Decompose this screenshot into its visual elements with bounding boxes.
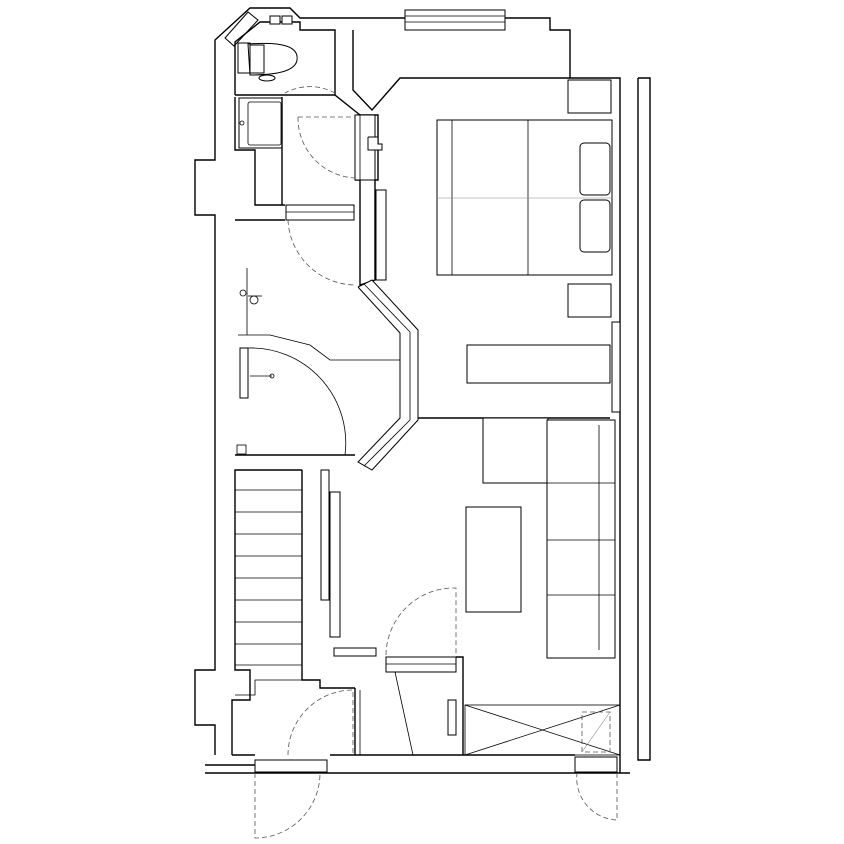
- front-door-frame: [254, 759, 328, 773]
- door-bathroom: [285, 204, 355, 221]
- tap-icon: [239, 289, 262, 305]
- switch-icon: [367, 136, 383, 151]
- door-swing-shower: [297, 116, 356, 179]
- staircase: [235, 469, 303, 696]
- coffee-table: [465, 506, 522, 613]
- wc-room: [234, 15, 361, 116]
- basin-unit: [238, 97, 283, 149]
- threshold: [333, 647, 377, 657]
- window-corner: [224, 11, 259, 47]
- shower-room: [234, 97, 285, 206]
- vent-icon: [269, 15, 281, 25]
- radiator: [611, 321, 621, 413]
- panel-icon: [447, 699, 457, 736]
- living-left-wall: [301, 469, 377, 689]
- shower-screen-arc: [247, 347, 347, 456]
- desk: [466, 344, 611, 384]
- entrance: [254, 587, 464, 839]
- door-living: [385, 656, 457, 673]
- armchair: [482, 417, 549, 484]
- door-swing-entry: [287, 689, 354, 756]
- hall-walls: [297, 30, 570, 286]
- door-swing-living: [385, 587, 457, 656]
- bedside-table: [567, 283, 612, 318]
- bathroom: [235, 219, 400, 456]
- tv-unit: [329, 491, 341, 638]
- pillow: [579, 199, 611, 253]
- window-top: [404, 9, 506, 31]
- bedside-table: [567, 79, 612, 114]
- exterior-walls: [194, 7, 651, 774]
- pillow: [579, 142, 611, 196]
- bath-tap-unit: [239, 347, 249, 399]
- bed: [436, 119, 613, 276]
- door-swing-wc: [284, 86, 336, 94]
- wall-tv-upper: [375, 189, 387, 281]
- back-door-frame: [574, 756, 618, 773]
- storage-cupboard: [464, 704, 621, 821]
- door-swing-back: [576, 772, 618, 821]
- door-swing-bathroom: [287, 219, 356, 286]
- door-swing-front: [254, 772, 321, 839]
- vent-icon: [281, 15, 293, 25]
- sofa: [546, 419, 616, 659]
- toilet-icon: [237, 42, 298, 82]
